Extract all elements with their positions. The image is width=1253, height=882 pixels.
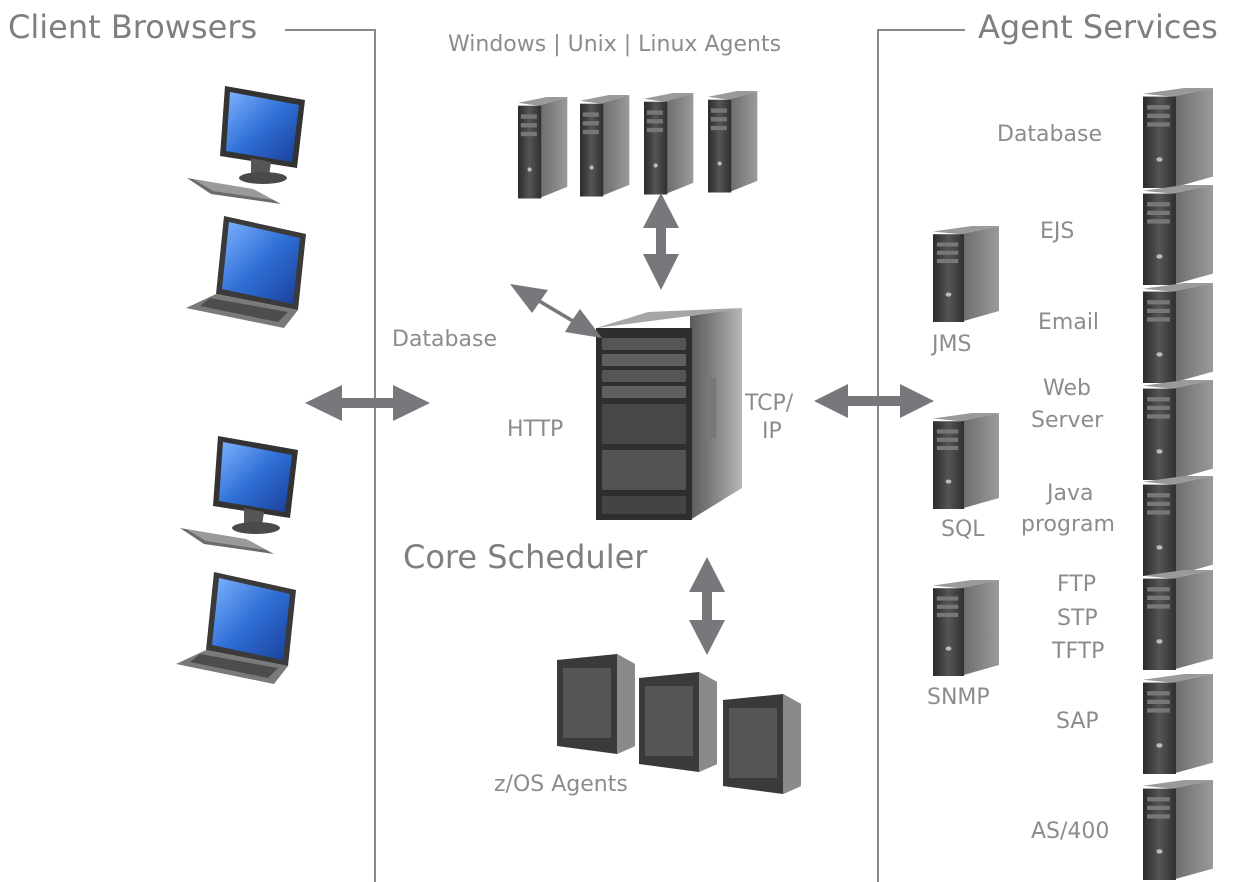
service-email-label: Email [1038,310,1100,335]
left-divider-horizontal [285,29,375,31]
zos-agents-label: z/OS Agents [494,772,628,797]
double-arrow-icon [510,284,602,338]
rack-server-icon [596,308,742,520]
service-ftp-label-line3: TFTP [1052,639,1105,664]
double-arrow-icon [643,193,679,290]
service-java-label-line2: program [1021,512,1115,537]
tcp-label-line2: IP [762,419,782,444]
desktop-computer-icon [187,86,305,204]
http-label: HTTP [507,417,564,442]
double-arrow-icon [689,557,725,655]
left-divider-vertical [374,29,376,882]
desktop-computer-icon [180,436,298,554]
service-sap-label: SAP [1056,709,1099,734]
service-sql-label: SQL [941,517,985,542]
agents-top-label: Windows | Unix | Linux Agents [448,32,782,57]
right-divider-vertical [877,29,879,882]
service-java-label-line1: Java [1047,481,1094,506]
service-snmp-label: SNMP [927,685,990,710]
tcp-label-line1: TCP/ [745,391,794,416]
double-arrow-icon [814,384,934,418]
agent-services-heading: Agent Services [978,8,1218,46]
core-scheduler-heading: Core Scheduler [403,538,648,576]
mainframe-icon [557,654,801,794]
service-ftp-label-line1: FTP [1057,572,1096,597]
service-as400-label: AS/400 [1031,819,1110,844]
service-jms-label: JMS [932,332,972,357]
service-ejs-label: EJS [1040,219,1075,244]
laptop-icon [186,216,306,328]
service-database-label: Database [997,122,1102,147]
service-ftp-label-line2: STP [1057,606,1098,631]
database-center-label: Database [392,327,497,352]
double-arrow-icon [305,385,430,421]
right-divider-horizontal [877,29,965,31]
service-web-label-line2: Server [1031,408,1104,433]
laptop-icon [176,572,296,684]
service-web-label-line1: Web [1043,376,1091,401]
client-browsers-heading: Client Browsers [8,8,258,46]
